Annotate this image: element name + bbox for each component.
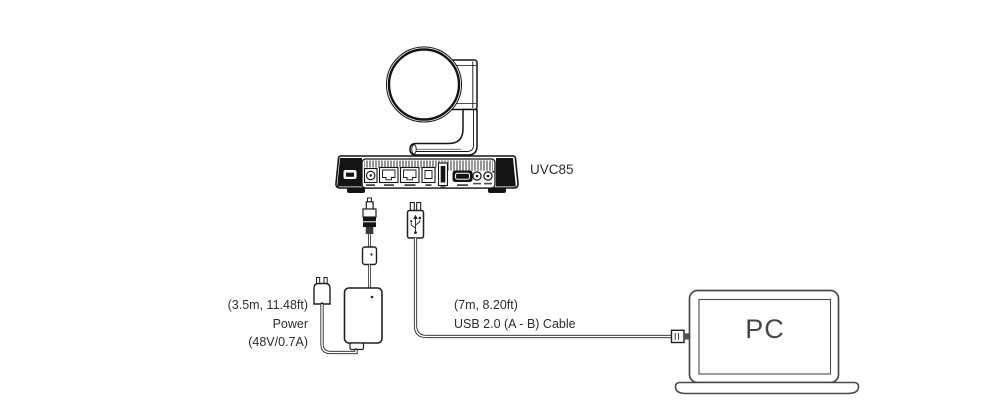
usb-cable-name: USB 2.0 (A - B) Cable — [454, 316, 576, 331]
speaker-grille-right — [496, 158, 516, 187]
ac-cable — [320, 302, 358, 355]
power-rating: (48V/0.7A) — [248, 335, 308, 349]
dc-power-port — [363, 167, 378, 184]
camera-lens — [386, 46, 462, 123]
ferrite-bead — [361, 246, 378, 266]
camera-bracket-arm — [409, 108, 478, 156]
power-cable-length: (3.5m, 11.48ft) — [227, 298, 308, 312]
camera-illustration — [386, 46, 478, 156]
ethernet-port-2 — [399, 166, 420, 184]
power-adapter-label: (3.5m, 11.48ft) Power (48V/0.7A) — [228, 296, 308, 352]
power-adapter-illustration — [313, 197, 383, 355]
usb-b-connector — [406, 201, 425, 239]
vent-grille-right — [446, 167, 493, 171]
kensington-slot — [346, 172, 354, 177]
usb-trident-icon — [410, 214, 421, 235]
power-name: Power — [272, 316, 308, 331]
audio-jack-1 — [472, 171, 482, 181]
port-label-marks — [366, 182, 492, 188]
laptop-illustration — [674, 289, 860, 395]
usb-a-port — [437, 162, 449, 187]
reset-hole — [492, 170, 495, 173]
usb-b-port — [421, 166, 436, 184]
usb-cable-label: (7m, 8.20ft) USB 2.0 (A - B) Cable — [454, 296, 576, 333]
usb-cable-length: (7m, 8.20ft) — [454, 298, 518, 312]
vent-grille — [364, 160, 493, 168]
two-prong-plug-icon — [313, 277, 331, 305]
laptop-screen-inner — [698, 298, 832, 375]
dc-barrel-plug-icon — [362, 197, 377, 234]
device-model-label: UVC85 — [530, 162, 574, 177]
device-foot-right — [488, 187, 506, 193]
usb-cable-illustration — [406, 201, 690, 344]
device-foot-left — [347, 187, 365, 193]
power-brick — [343, 287, 383, 351]
rear-panel-illustration — [335, 155, 519, 193]
usb-cable-run — [413, 238, 672, 339]
audio-jack-2 — [483, 171, 493, 181]
hdmi-port — [452, 170, 473, 182]
usb-a-connector — [670, 329, 690, 344]
laptop-base — [674, 381, 860, 395]
ethernet-port-1 — [378, 166, 399, 184]
pc-label: PC — [745, 314, 785, 344]
